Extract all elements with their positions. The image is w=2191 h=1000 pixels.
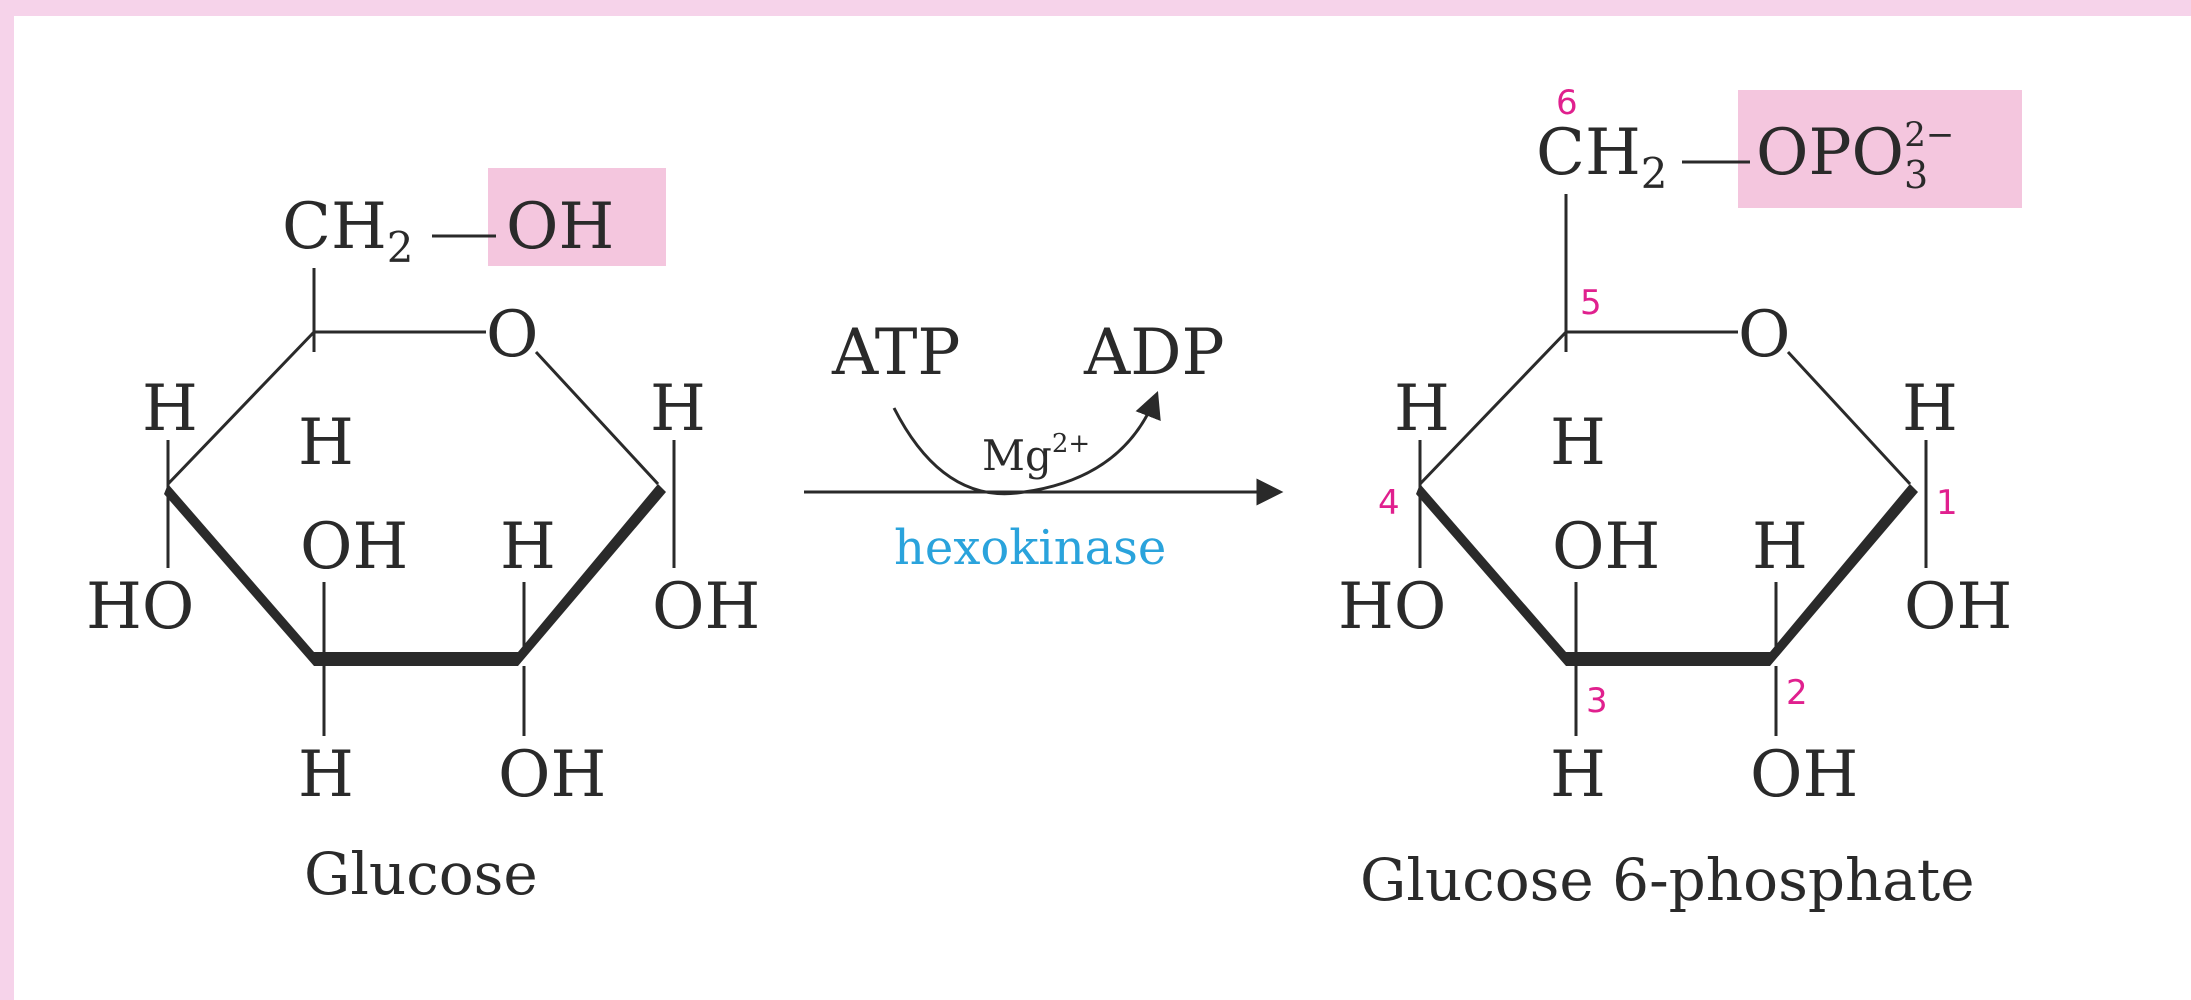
bond-o-c1 (1786, 350, 1912, 486)
glucose-ho-c4: HO (86, 570, 194, 644)
glucose-h-c2: H (500, 510, 556, 584)
g6p-oh-c2-bottom: OH (1750, 738, 1858, 812)
g6p-h-c5: H (1550, 406, 1606, 480)
carbon-number-4: 4 (1378, 483, 1400, 523)
bond-c3-c2-bold (1566, 652, 1770, 666)
reaction-arrow-group: ATP ADP Mg2+ hexokinase (804, 316, 1284, 576)
atp-label: ATP (831, 316, 960, 390)
carbon-number-3: 3 (1586, 681, 1608, 721)
bond-c4-c3-bold (1416, 484, 1566, 666)
bond-c3-c2-bold (314, 652, 518, 666)
bond-c4-c3-bold (164, 484, 314, 666)
mg-cofactor-label: Mg2+ (982, 429, 1090, 480)
enzyme-label: hexokinase (894, 520, 1166, 576)
glucose-structure: CH2 OH O H H H OH H HO OH H OH Gluco (86, 168, 760, 908)
g6p-h-c1-up: H (1902, 372, 1958, 446)
g6p-oh-c1: OH (1904, 570, 2012, 644)
g6p-ho-c4: HO (1338, 570, 1446, 644)
g6p-ch2-label: CH2 (1536, 116, 1668, 198)
glucose-h-c1-up: H (650, 372, 706, 446)
g6p-name: Glucose 6-phosphate (1360, 846, 1975, 914)
g6p-phosphate-label: OPO32− (1756, 115, 1954, 197)
bond-c2-c1-bold (518, 484, 666, 666)
glucose-ch2-label: CH2 (282, 190, 414, 272)
diagram-canvas: CH2 OH O H H H OH H HO OH H OH Gluco (14, 16, 2191, 1000)
glucose-oh-highlighted: OH (506, 190, 614, 264)
glucose-oh-c1: OH (652, 570, 760, 644)
glucose-name: Glucose (304, 840, 538, 908)
bond-c2-c1-bold (1770, 484, 1918, 666)
g6p-oh-c3: OH (1552, 510, 1660, 584)
glucose-h-c3-bottom: H (298, 738, 354, 812)
bond-c5-c4 (1418, 330, 1568, 486)
glucose-oh-c3: OH (300, 510, 408, 584)
g6p-ring-oxygen: O (1738, 298, 1790, 372)
adp-label: ADP (1083, 316, 1225, 390)
glucose-ring-oxygen: O (486, 298, 538, 372)
glucose-oh-c2-bottom: OH (498, 738, 606, 812)
g6p-h-c3-bottom: H (1550, 738, 1606, 812)
g6p-h-c4-up: H (1394, 372, 1450, 446)
carbon-number-2: 2 (1786, 673, 1808, 713)
oh-highlight-box (488, 168, 666, 266)
carbon-number-1: 1 (1936, 483, 1958, 523)
glucose-h-c5: H (298, 406, 354, 480)
glucose-h-c4-up: H (142, 372, 198, 446)
g6p-h-c2: H (1752, 510, 1808, 584)
phosphate-highlight-box (1738, 90, 2022, 208)
bond-c5-c4 (166, 330, 316, 486)
carbon-number-5: 5 (1580, 283, 1602, 323)
reaction-diagram: CH2 OH O H H H OH H HO OH H OH Gluco (86, 83, 2022, 914)
bond-o-c1 (534, 350, 660, 486)
carbon-number-6: 6 (1556, 83, 1578, 123)
g6p-structure: 6 CH2 OPO32− 5 O H 4 H H 1 OH H HO OH 3 … (1338, 83, 2022, 914)
